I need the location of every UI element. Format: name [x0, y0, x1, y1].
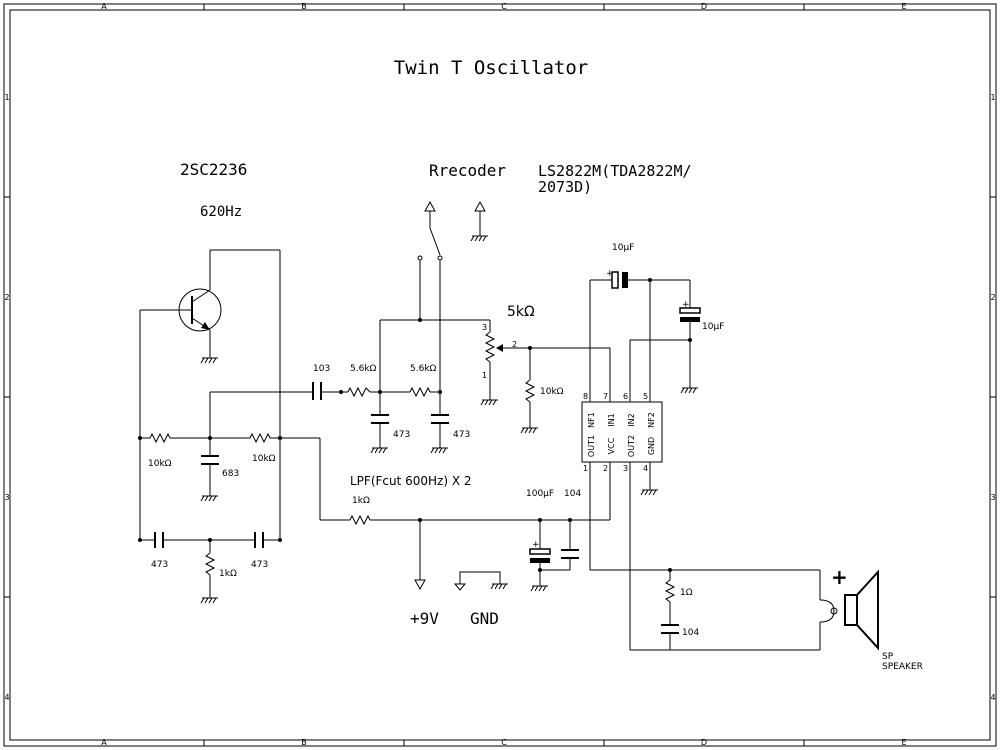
row-label: 4: [990, 693, 995, 702]
pot-pin-3: 3: [482, 323, 487, 332]
recorder-label: Rrecoder: [429, 161, 506, 180]
cap-plus-sign: +: [532, 540, 540, 550]
ic-pin-name: OUT1: [587, 435, 596, 457]
c-683-label: 683: [222, 469, 239, 479]
speaker-ref-label: SP: [882, 652, 894, 662]
cap-plus-sign: +: [606, 269, 614, 279]
speaker-icon: [819, 569, 879, 651]
ic-pin-number: 5: [643, 392, 648, 401]
c-473-lpf2-label: 473: [453, 430, 470, 440]
c-103-label: 103: [313, 364, 330, 374]
vcc-label: +9V: [410, 609, 439, 628]
feedback-capacitors: + +: [590, 269, 701, 394]
potentiometer-5k: [480, 320, 610, 434]
c-473-lpf1-label: 473: [393, 430, 410, 440]
r-1k-in-label: 1kΩ: [352, 496, 370, 506]
r-10k-right-label: 10kΩ: [252, 454, 276, 464]
r-56k-2-label: 5.6kΩ: [410, 364, 437, 374]
ic-label-line2: 2073D): [538, 178, 592, 196]
r-10k-left-label: 10kΩ: [148, 459, 172, 469]
c-10uf-top-label: 10μF: [612, 243, 634, 253]
ic-pin-number: 4: [643, 464, 648, 473]
frequency-label: 620Hz: [200, 204, 242, 220]
pot-pin-1: 1: [482, 371, 487, 380]
column-label: A: [101, 2, 107, 11]
column-label: A: [101, 738, 107, 747]
row-label: 3: [4, 493, 9, 502]
power-rail: +: [319, 438, 610, 592]
ic-pin-name: GND: [647, 437, 656, 455]
transistor-2sc2236: [140, 250, 222, 364]
output-network: [590, 568, 821, 651]
pot-value-label: 5kΩ: [507, 304, 535, 320]
c-473-left-label: 473: [151, 560, 168, 570]
r-10k-pot-label: 10kΩ: [540, 387, 564, 397]
ic-pin-name: IN2: [627, 413, 636, 426]
column-label: D: [701, 738, 707, 747]
ic-pin-name: NF2: [647, 412, 656, 428]
drawing-frame: A B C D E A B C D E 1 2 3 4 1 2 3 4: [3, 2, 997, 747]
ic-pin-number: 7: [603, 392, 608, 401]
speaker-plus-sign: +: [831, 565, 848, 589]
ic-pin-name: IN1: [607, 413, 616, 426]
transistor-label: 2SC2236: [180, 160, 247, 179]
c-104-out-label: 104: [682, 628, 699, 638]
column-label: B: [301, 2, 307, 11]
ic-pin-name: NF1: [587, 412, 596, 428]
row-label: 2: [990, 293, 995, 302]
c-104-supply-label: 104: [564, 489, 581, 499]
ic-ls2822m: NF1 IN1 IN2 NF2 OUT1 VCC OUT2 GND 8 7 6 …: [581, 280, 663, 650]
row-label: 1: [4, 93, 9, 102]
ic-pin-number: 1: [583, 464, 588, 473]
row-label: 1: [990, 93, 995, 102]
r-1ohm-label: 1Ω: [680, 588, 693, 598]
column-label: D: [701, 2, 707, 11]
diagram-title: Twin T Oscillator: [394, 57, 588, 79]
c-100uf-label: 100μF: [526, 489, 554, 499]
ic-pin-number: 2: [603, 464, 608, 473]
column-label: C: [501, 2, 507, 11]
ic-pin-name: VCC: [607, 437, 616, 454]
ic-pin-number: 6: [623, 392, 628, 401]
ic-pin-number: 8: [583, 392, 588, 401]
speaker-name-label: SPEAKER: [882, 662, 923, 672]
column-label: B: [301, 738, 307, 747]
r-1k-tee-label: 1kΩ: [219, 569, 237, 579]
ic-pin-name: OUT2: [627, 435, 636, 457]
r-56k-1-label: 5.6kΩ: [350, 364, 377, 374]
column-label: E: [901, 738, 906, 747]
low-pass-filter: [312, 262, 490, 454]
ic-label-line1: LS2822M(TDA2822M/: [538, 162, 692, 180]
lpf-label: LPF(Fcut 600Hz) X 2: [350, 474, 472, 488]
cap-plus-sign: +: [682, 300, 690, 310]
ic-pin-number: 3: [623, 464, 628, 473]
column-label: C: [501, 738, 507, 747]
row-label: 2: [4, 293, 9, 302]
column-label: E: [901, 2, 906, 11]
c-473-right-label: 473: [251, 560, 268, 570]
c-10uf-right-label: 10μF: [702, 322, 724, 332]
pot-pin-2: 2: [512, 340, 517, 349]
row-label: 3: [990, 493, 995, 502]
gnd-label: GND: [470, 609, 499, 628]
twin-t-network: [138, 249, 320, 604]
recorder-switch: [417, 200, 489, 392]
row-label: 4: [4, 693, 9, 702]
